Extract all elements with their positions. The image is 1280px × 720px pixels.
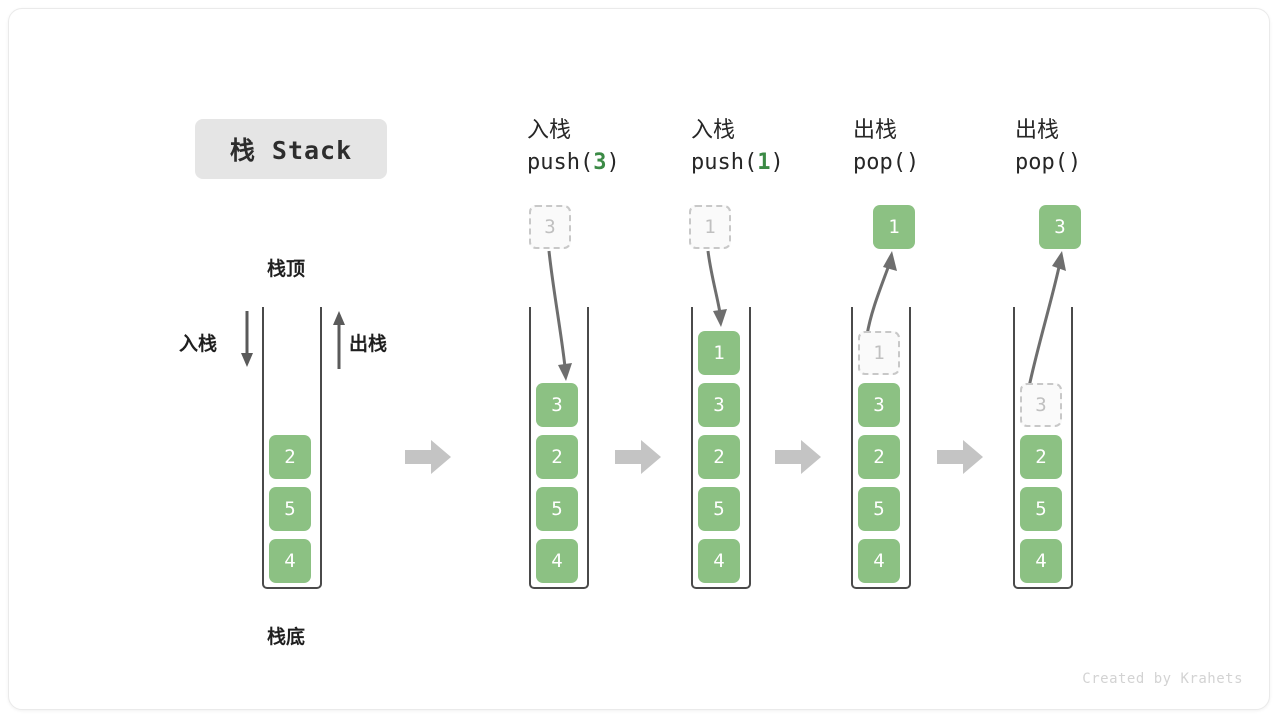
- step-call-label: pop(): [853, 147, 1023, 179]
- diagram-title: 栈 Stack: [229, 136, 353, 165]
- pop-direction-arrow-icon: [333, 311, 345, 369]
- stack-cell: 4: [269, 539, 311, 583]
- stack-container-push-1: [691, 307, 751, 589]
- step-header-pop-3: 出栈 pop(): [1015, 115, 1185, 179]
- stack-cell: 3: [536, 383, 578, 427]
- stack-cells-initial: 2 5 4: [262, 307, 322, 589]
- stack-cell-removed: 3: [1020, 383, 1062, 427]
- pop-curved-arrow-icon: [1027, 251, 1066, 388]
- stack-cell: 4: [698, 539, 740, 583]
- step-header-pop-1: 出栈 pop(): [853, 115, 1023, 179]
- call-close: ): [770, 150, 784, 175]
- stack-cell: 2: [858, 435, 900, 479]
- flow-arrow-icon: [405, 440, 451, 474]
- call-close: ): [606, 150, 620, 175]
- step-header-push-3: 入栈 push(3): [527, 115, 697, 179]
- step-call-label: push(3): [527, 147, 697, 179]
- stack-cell: 2: [536, 435, 578, 479]
- step-op-label: 入栈: [691, 118, 736, 143]
- stack-cell: 2: [1020, 435, 1062, 479]
- stack-cell: 3: [858, 383, 900, 427]
- label-stack-bottom: 栈底: [267, 626, 306, 648]
- stack-cells-pop-3: 3 2 5 4: [1013, 307, 1073, 589]
- step-call-label: push(1): [691, 147, 861, 179]
- call-close: ): [1067, 150, 1082, 175]
- floating-value-box: 1: [689, 205, 731, 249]
- stack-cell: 4: [536, 539, 578, 583]
- stack-cell: 4: [858, 539, 900, 583]
- diagram-title-chip: 栈 Stack: [195, 119, 387, 179]
- step-op-label: 入栈: [527, 118, 572, 143]
- stack-container-initial: [262, 307, 322, 589]
- stack-cell-removed: 1: [858, 331, 900, 375]
- push-curved-arrow-icon: [706, 250, 727, 327]
- stack-cell: 5: [1020, 487, 1062, 531]
- stack-cell: 1: [698, 331, 740, 375]
- push-curved-arrow-icon: [547, 250, 572, 381]
- label-pop-left: 出栈: [349, 333, 388, 355]
- stack-container-push-3: [529, 307, 589, 589]
- stack-cell: 2: [698, 435, 740, 479]
- pop-curved-arrow-icon: [865, 251, 897, 336]
- call-name: pop(: [853, 150, 906, 175]
- call-name: pop(: [1015, 150, 1068, 175]
- label-stack-top: 栈顶: [267, 258, 306, 280]
- stack-cells-push-1: 1 3 2 5 4: [691, 307, 751, 589]
- label-push-left: 入栈: [179, 333, 218, 355]
- stack-cell: 5: [858, 487, 900, 531]
- step-op-label: 出栈: [1015, 118, 1060, 143]
- step-op-label: 出栈: [853, 118, 898, 143]
- call-value: 1: [757, 150, 771, 175]
- stack-container-pop-3: [1013, 307, 1073, 589]
- step-header-push-1: 入栈 push(1): [691, 115, 861, 179]
- floating-value-box: 3: [1039, 205, 1081, 249]
- diagram-card: 栈 Stack 栈顶 栈底 入栈 出栈 2 5 4 入栈 push(3) 3 3…: [8, 8, 1270, 710]
- stack-cell: 5: [536, 487, 578, 531]
- credit-text: Created by Krahets: [1082, 671, 1243, 687]
- call-close: ): [905, 150, 920, 175]
- floating-value-box: 1: [873, 205, 915, 249]
- stack-cell: 4: [1020, 539, 1062, 583]
- stack-container-pop-1: [851, 307, 911, 589]
- stack-cell: 5: [698, 487, 740, 531]
- flow-arrow-icon: [775, 440, 821, 474]
- stack-cell: 5: [269, 487, 311, 531]
- flow-arrow-icon: [615, 440, 661, 474]
- call-name: push(: [527, 150, 594, 175]
- stack-cells-pop-1: 1 3 2 5 4: [851, 307, 911, 589]
- call-name: push(: [691, 150, 758, 175]
- floating-value-box: 3: [529, 205, 571, 249]
- call-value: 3: [593, 150, 607, 175]
- push-direction-arrow-icon: [241, 311, 253, 367]
- step-call-label: pop(): [1015, 147, 1185, 179]
- stack-cells-push-3: 3 2 5 4: [529, 307, 589, 589]
- flow-arrow-icon: [937, 440, 983, 474]
- stack-cell: 3: [698, 383, 740, 427]
- stack-cell: 2: [269, 435, 311, 479]
